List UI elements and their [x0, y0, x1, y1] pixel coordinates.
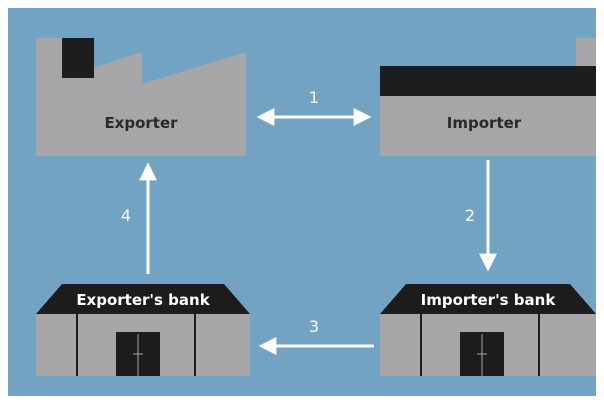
bank-pillar: [76, 314, 78, 376]
bank-pillar: [194, 314, 196, 376]
flow-4-step: 4: [121, 206, 131, 225]
bank-icon: [380, 284, 596, 314]
flow-1: 1: [256, 88, 372, 126]
importer-bank-node: Importer's bank: [380, 284, 596, 376]
bank-pillar: [420, 314, 422, 376]
exporter-label: Exporter: [104, 114, 178, 132]
bank-pillar: [538, 314, 540, 376]
flow-4: 4: [121, 162, 157, 274]
building-icon: [380, 96, 596, 156]
importer-label: Importer: [447, 114, 522, 132]
factory-chimney: [62, 38, 94, 78]
building-chimney: [576, 38, 596, 66]
bank-icon: [36, 284, 250, 314]
exporter-bank-label: Exporter's bank: [76, 291, 210, 309]
flow-3: 3: [258, 317, 374, 355]
exporter-node: Exporter: [36, 38, 246, 156]
flow-3-step: 3: [309, 317, 319, 336]
importer-bank-label: Importer's bank: [421, 291, 557, 309]
importer-node: Importer: [380, 38, 596, 156]
flow-1-step: 1: [309, 88, 319, 107]
exporter-bank-node: Exporter's bank: [36, 284, 250, 376]
flow-2: 2: [465, 160, 497, 272]
factory-icon: [36, 38, 246, 156]
flow-2-step: 2: [465, 206, 475, 225]
building-roof: [380, 66, 596, 96]
